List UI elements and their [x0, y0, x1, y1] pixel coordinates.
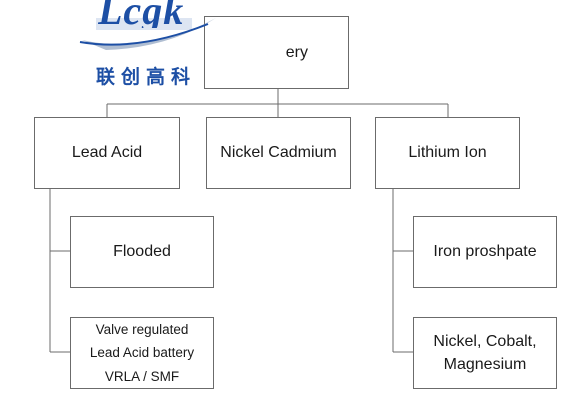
node-nickel-cobalt-magnesium: Nickel, Cobalt, Magnesium [413, 317, 557, 389]
node-lead-acid: Lead Acid [34, 117, 180, 189]
company-logo [79, 18, 216, 50]
node-label: Flooded [113, 243, 171, 261]
node-vrla: Valve regulated Lead Acid battery VRLA /… [70, 317, 214, 389]
node-label: Nickel Cadmium [220, 144, 337, 162]
logo-wordmark: Lcgk [98, 0, 185, 28]
node-label-line: Lead Acid battery [89, 345, 195, 361]
node-label-line: Magnesium [443, 356, 527, 373]
node-label-line: Nickel, Cobalt, [433, 332, 537, 350]
node-label: Iron proshpate [433, 243, 537, 261]
node-flooded: Flooded [70, 216, 214, 288]
node-label: Lead Acid [71, 144, 143, 162]
root-node-battery: ery [204, 16, 349, 89]
node-lithium-ion: Lithium Ion [375, 117, 520, 189]
node-nickel-cadmium: Nickel Cadmium [206, 117, 351, 189]
node-iron-phosphate: Iron proshpate [413, 216, 557, 288]
logo-chinese-text: 联创高科 [96, 66, 197, 88]
node-label-line: VRLA / SMF [104, 368, 180, 384]
node-label-line: Valve regulated [95, 321, 189, 337]
root-node-label: ery [285, 43, 308, 61]
logo-swoosh [82, 18, 216, 50]
node-label: Lithium Ion [408, 144, 487, 162]
